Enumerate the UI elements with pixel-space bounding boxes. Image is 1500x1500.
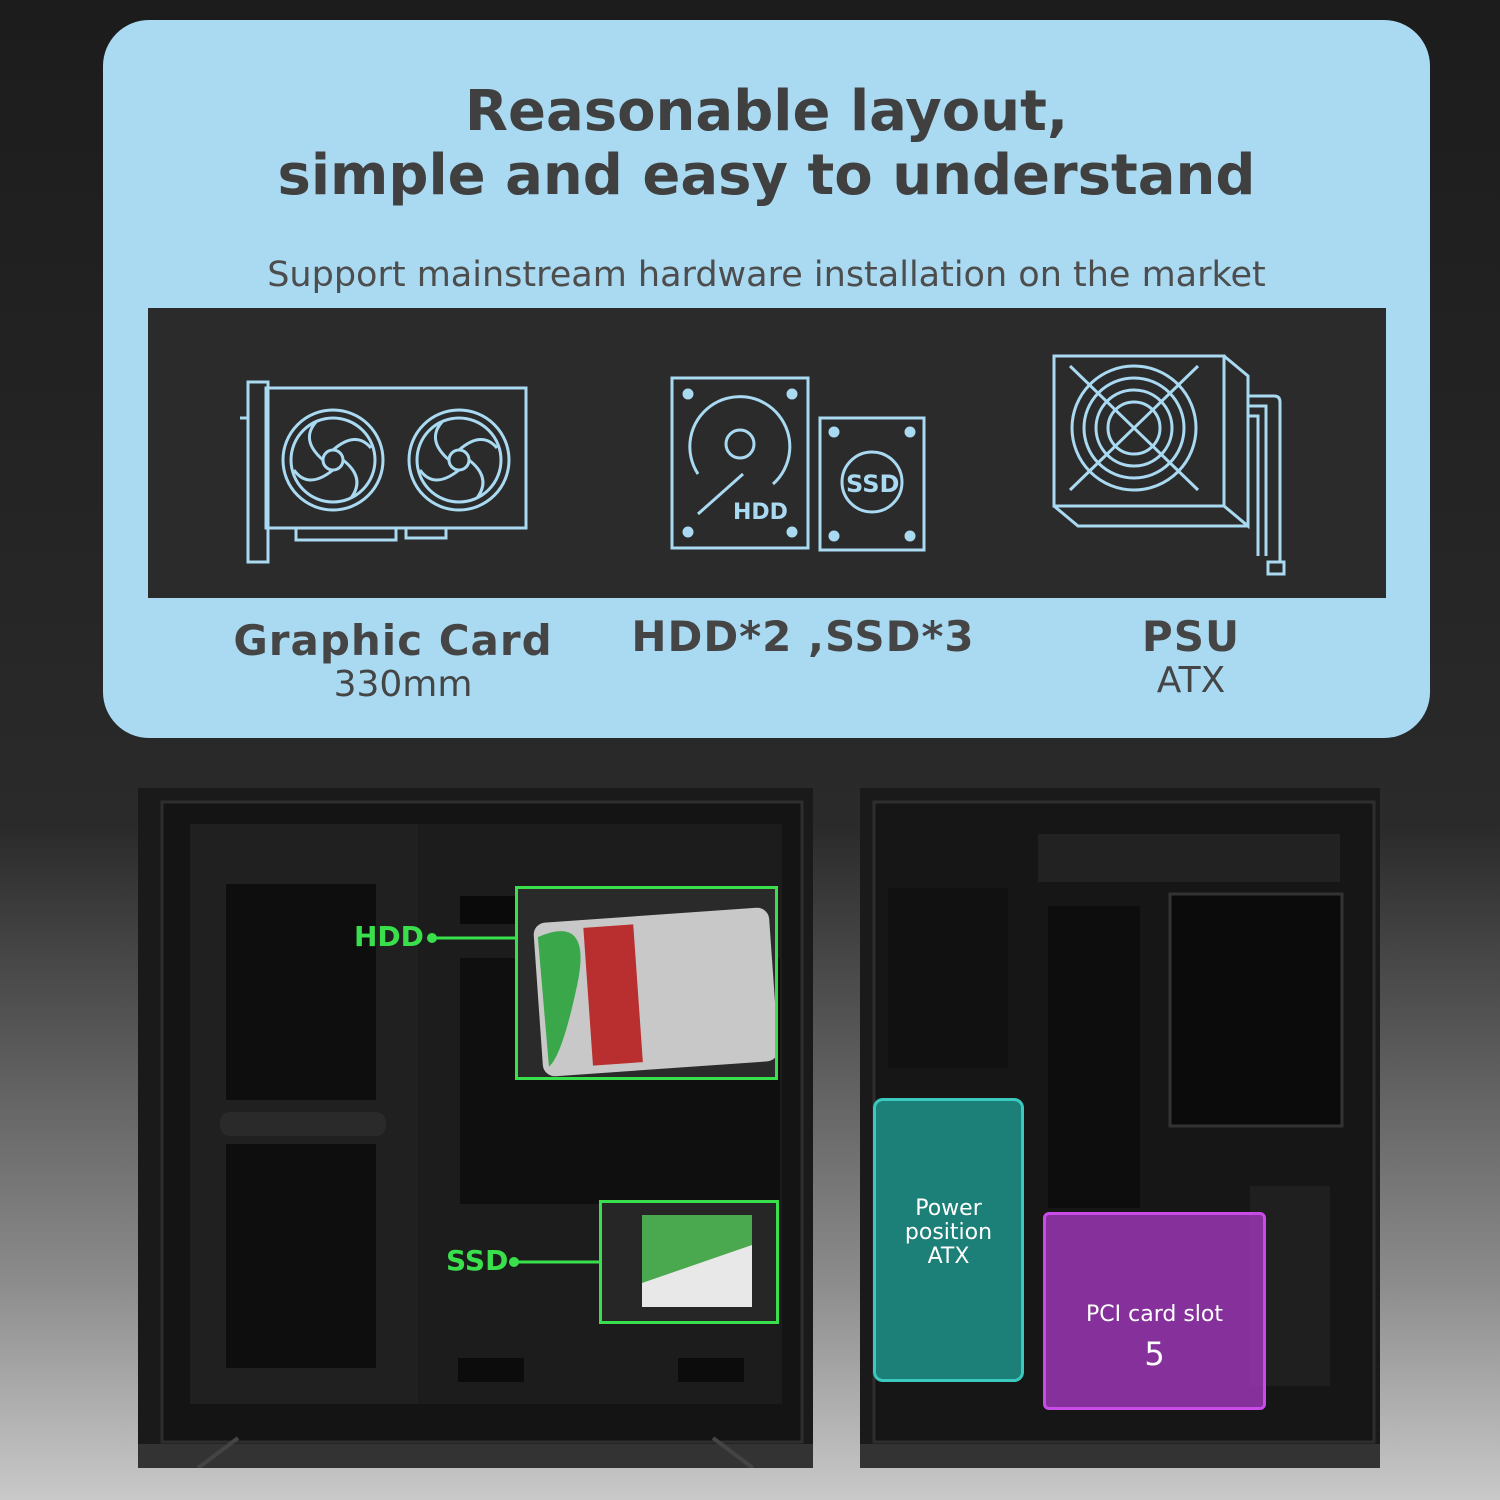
feature-psu-subtitle: ATX	[1156, 660, 1226, 701]
power-position-line-2: position	[904, 1220, 993, 1245]
feature-graphic-card-subtitle: 330mm	[333, 664, 473, 705]
psu-icon	[1052, 354, 1286, 576]
ssd-callout-label: SSD	[446, 1244, 509, 1277]
power-position-line-1: Power	[915, 1196, 982, 1221]
headline-line-2: simple and easy to understand	[277, 143, 1256, 208]
ssd-callout-box	[599, 1200, 779, 1324]
graphic-card-icon	[240, 380, 528, 564]
ssd-callout-line	[509, 1257, 602, 1267]
feature-storage-title: HDD*2 ,SSD*3	[631, 612, 975, 661]
hdd-callout-line	[427, 933, 518, 943]
hdd-callout-label: HDD	[354, 920, 424, 953]
hdd-drive-image	[533, 907, 779, 1077]
pci-slot-region: PCI card slot 5	[1043, 1212, 1266, 1410]
power-position-line-3: ATX	[927, 1244, 970, 1269]
ssd-drive-image	[642, 1215, 752, 1307]
feature-panel: Reasonable layout, simple and easy to un…	[103, 20, 1430, 738]
feature-psu-title: PSU	[1141, 612, 1241, 661]
hdd-callout-box	[515, 886, 779, 1080]
pci-slot-count: 5	[1144, 1335, 1165, 1373]
power-position-region: Power position ATX	[873, 1098, 1024, 1382]
subheadline: Support mainstream hardware installation…	[267, 255, 1266, 295]
svg-text:HDD: HDD	[733, 500, 788, 525]
svg-text:SSD: SSD	[846, 470, 899, 498]
pci-slot-label: PCI card slot	[1086, 1302, 1223, 1327]
icon-strip: HDD SSD	[148, 308, 1386, 598]
hdd-ssd-icon: HDD SSD	[670, 376, 926, 552]
headline-line-1: Reasonable layout,	[464, 79, 1069, 144]
feature-graphic-card-title: Graphic Card	[233, 616, 553, 665]
